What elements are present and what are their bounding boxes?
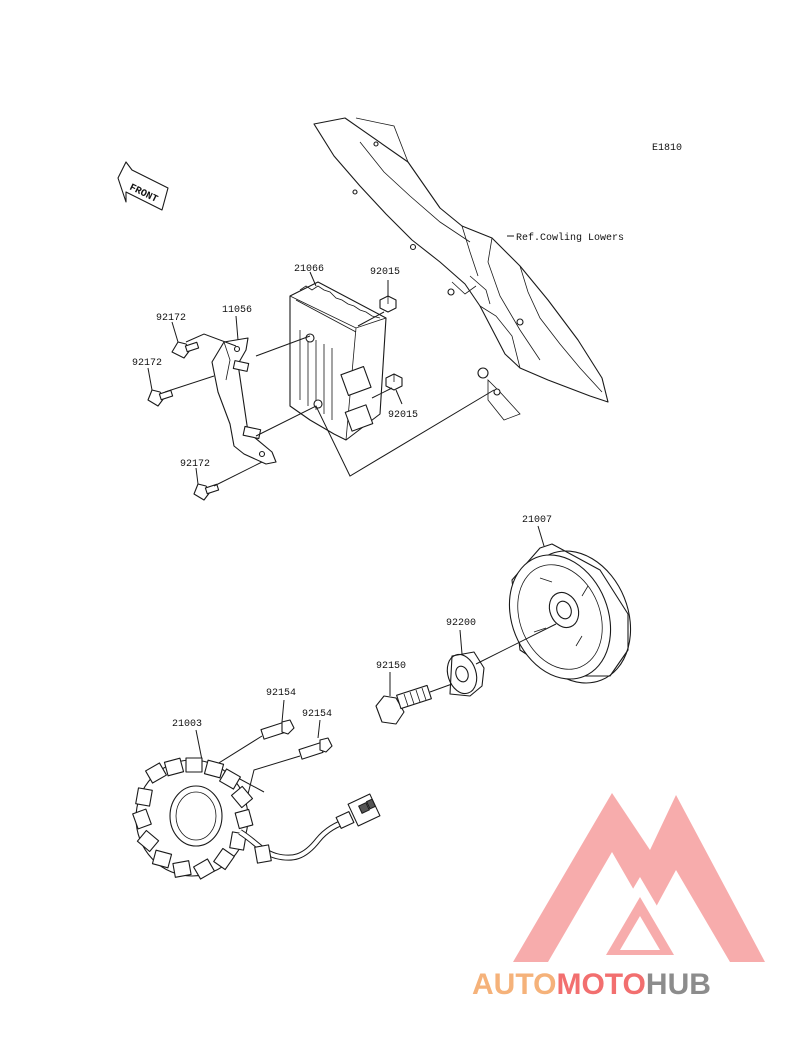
bolt-92172-b — [147, 389, 174, 407]
assembly-lines-upper — [164, 311, 495, 487]
regulator-21066 — [289, 281, 387, 441]
diagram-code: E1810 — [652, 143, 682, 154]
stator-bolt-92154-b — [298, 737, 333, 760]
label-92200: 92200 — [446, 618, 476, 629]
label-11056: 11056 — [222, 305, 252, 316]
label-21007: 21007 — [522, 515, 552, 526]
label-92015-upper: 92015 — [370, 267, 400, 278]
nut-92015-upper — [379, 295, 397, 313]
bracket-11056 — [211, 337, 277, 465]
watermark-logo — [513, 793, 765, 962]
rotor-21007 — [508, 543, 632, 684]
nut-92015-lower — [385, 373, 403, 391]
watermark-hub: HUB — [646, 968, 711, 1001]
assembly-lines-lower — [429, 623, 557, 693]
part-labels: E1810 Ref.Cowling Lowers 21066 92015 110… — [132, 143, 682, 730]
label-92150: 92150 — [376, 661, 406, 672]
label-92154-a: 92154 — [266, 688, 296, 699]
leader-lines-lower — [195, 525, 545, 761]
stator-bolt-92154-a — [260, 719, 295, 740]
label-21066: 21066 — [294, 264, 324, 275]
label-92172-a: 92172 — [156, 313, 186, 324]
stator-21003 — [132, 757, 381, 880]
leader-lines-upper — [147, 271, 403, 485]
watermark-moto: MOTO — [556, 968, 645, 1001]
frame-cowling — [313, 117, 609, 421]
label-92154-b: 92154 — [302, 709, 332, 720]
label-92172-c: 92172 — [180, 459, 210, 470]
watermark-text: AUTOMOTOHUB — [472, 968, 711, 1001]
bolt-92172-c — [193, 483, 220, 501]
reference-note: Ref.Cowling Lowers — [516, 232, 624, 244]
watermark-auto: AUTO — [472, 968, 556, 1001]
label-92172-b: 92172 — [132, 358, 162, 369]
label-21003: 21003 — [172, 719, 202, 730]
washer-92200 — [446, 651, 485, 697]
front-direction-arrow: FRONT — [117, 161, 169, 211]
label-92015-lower: 92015 — [388, 410, 418, 421]
bolt-92172-a — [171, 341, 200, 359]
rotor-bolt-92150 — [375, 684, 432, 725]
